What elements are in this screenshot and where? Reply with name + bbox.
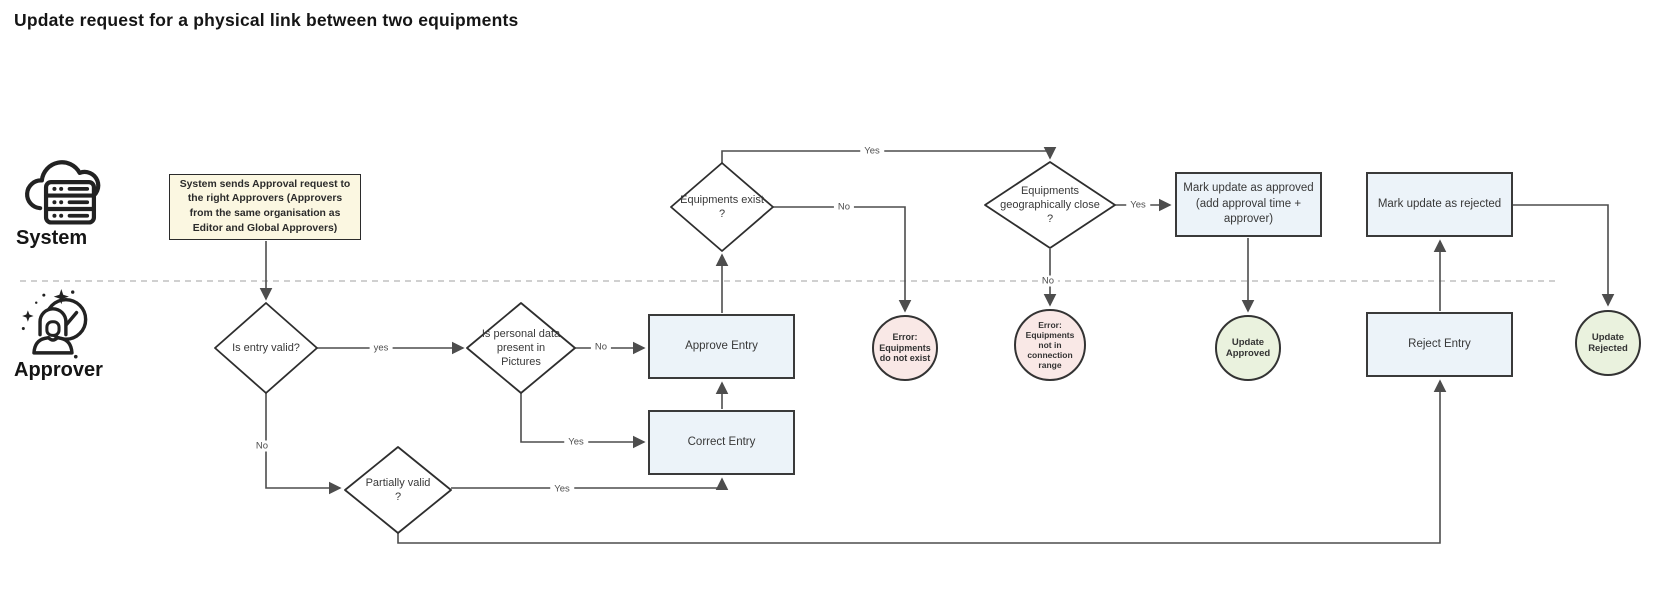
edge-label-personal-yes: Yes xyxy=(564,436,588,448)
process-correct-entry: Correct Entry xyxy=(648,410,795,475)
decision-personal-data-label: Is personal data present in Pictures xyxy=(481,327,561,369)
edge-label-entry-yes: yes xyxy=(369,342,393,354)
decision-geo-close-label: Equipments geographically close ? xyxy=(1000,184,1100,226)
decision-is-entry-valid-label: Is entry valid? xyxy=(232,341,300,354)
lane-label-approver: Approver xyxy=(14,359,103,381)
end-error-not-in-connection-range: Error: Equipments not in connection rang… xyxy=(1014,309,1086,381)
decision-equipments-exist-label: Equipments exist ? xyxy=(680,193,764,220)
edge-partial-to-correct xyxy=(451,477,729,491)
edge-label-partial-yes: Yes xyxy=(550,483,574,495)
end-error-equipments-do-not-exist: Error: Equipments do not exist xyxy=(872,315,938,381)
decision-personal-data xyxy=(466,302,576,394)
edge-label-exist-yes: Yes xyxy=(860,145,884,157)
edge-label-geo-no: No xyxy=(1037,275,1059,287)
process-mark-update-rejected: Mark update as rejected xyxy=(1366,172,1513,237)
lane-label-system: System xyxy=(16,227,88,249)
decision-partially-valid xyxy=(344,446,452,534)
edge-exist-to-errornotexist xyxy=(773,206,912,313)
cloud-server-icon xyxy=(18,146,106,230)
note-approval-request: System sends Approval request to the rig… xyxy=(169,174,361,240)
process-approve-entry: Approve Entry xyxy=(648,314,795,379)
edge-partial-to-rejectentry xyxy=(397,379,1447,544)
edge-exist-to-geoclose xyxy=(721,146,1057,163)
decision-geo-close xyxy=(984,161,1116,249)
edge-label-personal-no: No xyxy=(590,341,612,353)
edge-label-geo-yes: Yes xyxy=(1126,199,1150,211)
person-check-icon xyxy=(12,286,100,362)
edge-personal-to-correct xyxy=(520,393,646,449)
decision-partially-valid-label: Partially valid ? xyxy=(365,476,431,503)
end-update-rejected: Update Rejected xyxy=(1575,310,1641,376)
edge-entryvalid-to-partial xyxy=(265,393,342,495)
page-title: Update request for a physical link betwe… xyxy=(14,10,519,30)
edge-label-exist-no: No xyxy=(833,201,855,213)
edge-label-entry-no: No xyxy=(251,440,273,452)
edge-markrejected-to-updaterejected xyxy=(1513,204,1615,307)
process-reject-entry: Reject Entry xyxy=(1366,312,1513,377)
end-update-approved: Update Approved xyxy=(1215,315,1281,381)
decision-equipments-exist xyxy=(670,162,774,252)
process-mark-update-approved: Mark update as approved (add approval ti… xyxy=(1175,172,1322,237)
decision-is-entry-valid xyxy=(214,302,318,394)
